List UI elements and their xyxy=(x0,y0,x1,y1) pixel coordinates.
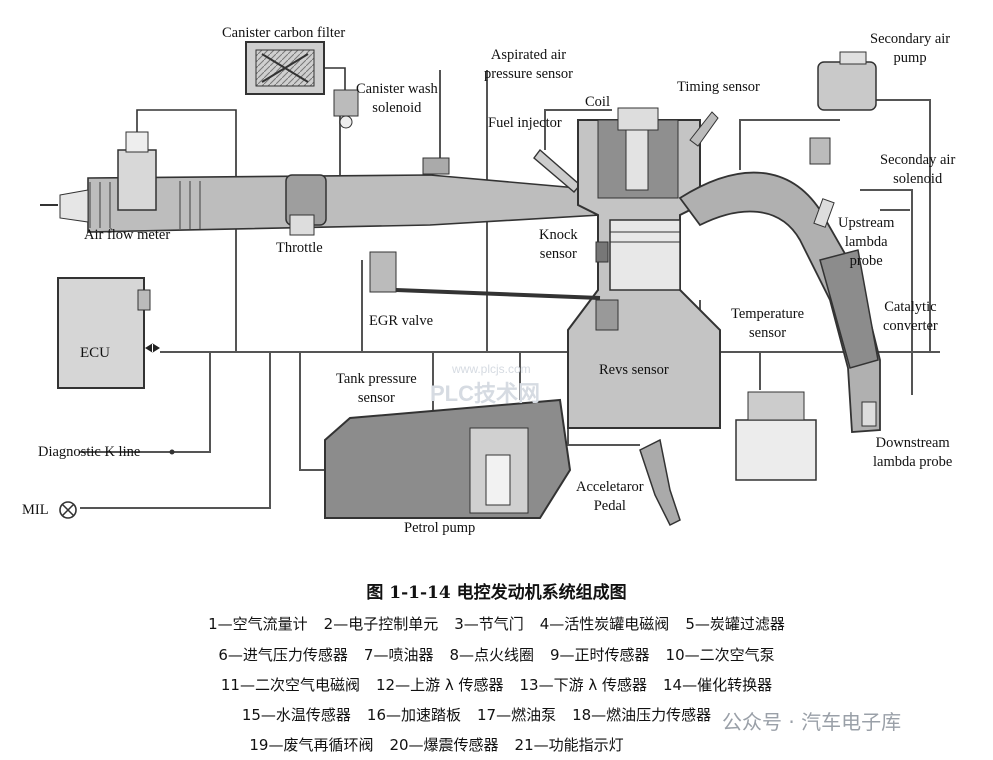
label-canister-filter: Canister carbon filter xyxy=(222,25,346,41)
legend-row-3: 11—二次空气电磁阀 12—上游 λ 传感器 13—下游 λ 传感器 14—催化转换器 xyxy=(0,674,993,695)
label-petrol-pump: Petrol pump xyxy=(404,520,476,536)
battery-device xyxy=(735,391,817,481)
legend-item: 12—上游 λ 传感器 xyxy=(375,676,504,694)
legend-item: 1—空气流量计 xyxy=(208,615,308,633)
label-temp-sensor: Temperature sensor xyxy=(731,306,805,341)
legend-item: 6—进气压力传感器 xyxy=(218,646,348,664)
legend-item: 11—二次空气电磁阀 xyxy=(220,676,360,694)
label-downstream-probe: Downstream lambda probe xyxy=(873,435,953,470)
legend-item: 5—炭罐过滤器 xyxy=(685,615,785,633)
label-timing-sensor: Timing sensor xyxy=(677,79,760,95)
legend-item: 7—喷油器 xyxy=(363,646,434,664)
legend-item: 8—点火线圈 xyxy=(449,646,534,664)
label-knock-sensor: Knock sensor xyxy=(539,227,578,262)
legend-item: 16—加速踏板 xyxy=(366,706,461,724)
legend-row-1: 1—空气流量计 2—电子控制单元 3—节气门 4—活性炭罐电磁阀 5—炭罐过滤器 xyxy=(0,613,993,634)
legend-item: 20—爆震传感器 xyxy=(389,736,499,754)
watermark-wechat: 公众号 · 汽车电子库 xyxy=(722,710,902,734)
legend-item: 19—废气再循环阀 xyxy=(249,736,374,754)
legend-item: 15—水温传感器 xyxy=(241,706,351,724)
air-flow-meter-device xyxy=(117,109,237,211)
label-throttle: Throttle xyxy=(276,240,323,256)
diag-terminal xyxy=(169,449,175,455)
label-aspirated-sensor: Aspirated air pressure sensor xyxy=(484,47,573,82)
engine-block xyxy=(567,107,721,429)
legend-item: 3—节气门 xyxy=(454,615,524,633)
legend-row-2: 6—进气压力传感器 7—喷油器 8—点火线圈 9—正时传感器 10—二次空气泵 xyxy=(0,644,993,665)
legend-item: 2—电子控制单元 xyxy=(323,615,439,633)
figure-caption-title: 图 1-1-14 电控发动机系统组成图 xyxy=(366,583,627,603)
watermark-url: www.plcjs.com xyxy=(452,362,531,376)
label-secondary-pump: Secondary air pump xyxy=(870,31,951,66)
label-canister-wash: Canister wash solenoid xyxy=(356,81,438,116)
legend-item: 9—正时传感器 xyxy=(550,646,650,664)
legend-row-4: 15—水温传感器 16—加速踏板 17—燃油泵 18—燃油压力传感器 xyxy=(0,704,973,725)
fuel-injector-device xyxy=(533,148,581,193)
watermark-brand: PLC技术网 xyxy=(430,381,541,406)
mil-lamp xyxy=(59,501,77,519)
engine-system-diagram xyxy=(40,41,940,527)
legend-item: 4—活性炭罐电磁阀 xyxy=(539,615,670,633)
canister-filter-device xyxy=(245,41,346,95)
label-revs-sensor: Revs sensor xyxy=(599,362,669,378)
egr-valve-device xyxy=(369,251,601,300)
label-egr-valve: EGR valve xyxy=(369,313,434,329)
exhaust-system xyxy=(678,171,881,433)
throttle-device xyxy=(285,174,327,236)
legend-item: 13—下游 λ 传感器 xyxy=(519,676,648,694)
legend-item: 14—催化转换器 xyxy=(663,676,773,694)
pressure-sensor-device xyxy=(422,157,450,175)
legend-item: 10—二次空气泵 xyxy=(665,646,775,664)
accelerator-pedal-device xyxy=(639,438,681,527)
label-ecu: ECU xyxy=(80,345,110,361)
secondary-pump-device xyxy=(809,51,877,165)
legend-row-5: 19—废气再循环阀 20—爆震传感器 21—功能指示灯 xyxy=(0,734,933,755)
timing-sensor-device xyxy=(689,111,719,147)
legend-item: 17—燃油泵 xyxy=(477,706,557,724)
legend-item: 18—燃油压力传感器 xyxy=(572,706,712,724)
label-upstream-probe: Upstream lambda probe xyxy=(838,215,895,269)
ecu-device xyxy=(57,277,160,389)
label-diag-line: Diagnostic K line xyxy=(38,444,141,460)
canister-solenoid-device xyxy=(333,89,359,129)
label-air-flow-meter: Air flow meter xyxy=(84,227,171,243)
label-fuel-injector: Fuel injector xyxy=(488,115,562,131)
label-mil: MIL xyxy=(22,502,49,518)
label-seconday-solenoid: Seconday air solenoid xyxy=(880,152,956,187)
label-catalytic: Catalytic converter xyxy=(883,299,938,334)
label-coil: Coil xyxy=(585,94,610,110)
label-tank-sensor: Tank pressure sensor xyxy=(336,371,417,406)
legend-item: 21—功能指示灯 xyxy=(514,736,624,754)
fuel-tank xyxy=(324,398,572,519)
label-accelerator: Acceletaror Pedal xyxy=(576,479,644,514)
